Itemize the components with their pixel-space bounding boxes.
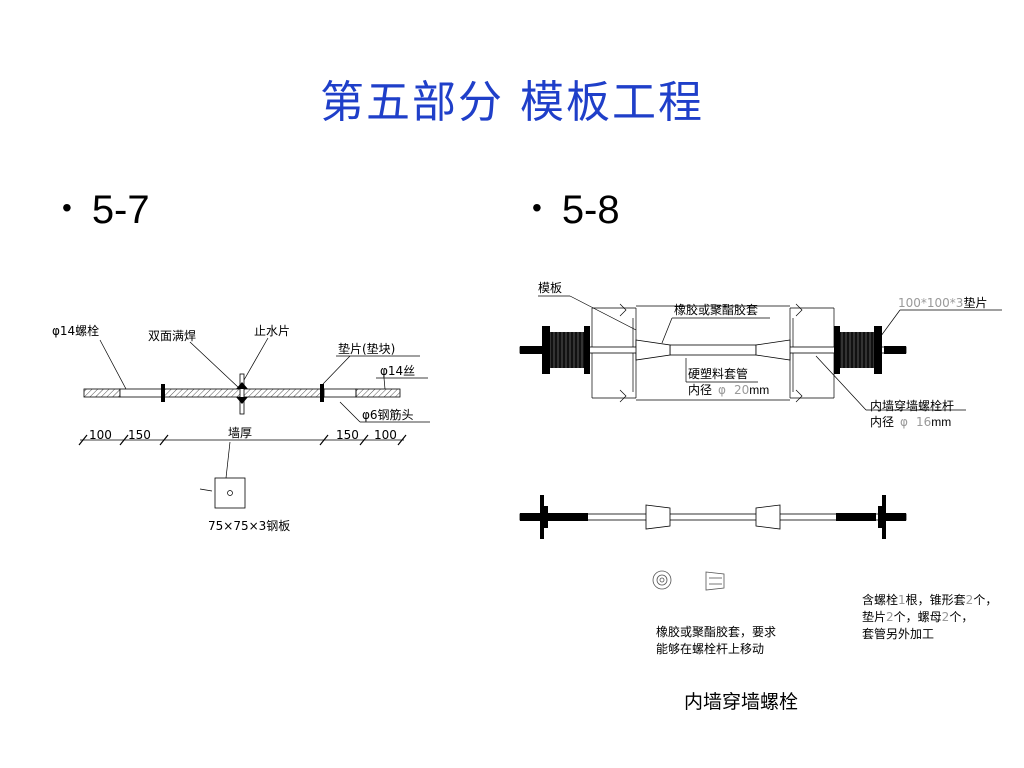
- label-wire: φ14丝: [380, 364, 415, 378]
- weld-marks: [236, 382, 248, 404]
- diagram-caption: 内墙穿墙螺栓: [684, 691, 798, 713]
- cone-left: [635, 339, 671, 361]
- label-washer-spec: 100*100*3垫片: [898, 295, 987, 310]
- assembly-cone-right: [755, 504, 781, 530]
- label-rebar: φ6钢筋头: [362, 407, 414, 422]
- water-stop-plate: [239, 373, 245, 415]
- nut-left: [550, 332, 584, 368]
- note-parts-line1: 含螺栓1根，锥形套2个，: [862, 592, 997, 607]
- steel-plate: [214, 477, 246, 509]
- diagram-5-7: φ14螺栓 双面满焊 止水片 垫片(垫块) φ14丝 φ6钢筋头 100 150…: [52, 323, 430, 533]
- label-wall-thickness: 墙厚: [228, 426, 252, 440]
- assembly-cone-left: [645, 504, 671, 530]
- label-washer: 垫片(垫块): [338, 341, 395, 356]
- dim-150-left: 150: [128, 428, 151, 442]
- bullet-5-8: • 5-8: [532, 188, 620, 233]
- washer-right: [320, 384, 324, 402]
- sleeve-end-view-icon: [652, 570, 672, 590]
- label-formwork: 模板: [538, 281, 562, 295]
- sleeve-side-view-icon: [705, 571, 725, 591]
- label-steel-plate: 75×75×3钢板: [208, 519, 290, 533]
- plastic-pipe: [669, 344, 757, 356]
- bullet-dot: •: [62, 192, 72, 223]
- nut-right: [840, 332, 874, 368]
- note-sleeve-line2: 能够在螺栓杆上移动: [656, 641, 764, 656]
- label-water-stop: 止水片: [254, 324, 290, 338]
- bullet-dot: •: [532, 192, 542, 223]
- label-rubber-sleeve: 橡胶或聚酯胶套: [674, 302, 758, 317]
- washer-right: [834, 326, 840, 374]
- note-parts-line2: 垫片2个，螺母2个，: [862, 609, 973, 624]
- bolt-sleeve-left: [119, 388, 165, 398]
- bolt-sleeve-right: [323, 388, 357, 398]
- label-plastic-pipe: 硬塑料套管: [688, 366, 748, 381]
- dim-100-right: 100: [374, 428, 397, 442]
- dim-100-left: 100: [89, 428, 112, 442]
- washer-left: [584, 326, 590, 374]
- bullet-5-7: • 5-7: [62, 188, 150, 233]
- bullet-label: 5-7: [91, 188, 150, 232]
- bolt-thread-left: [83, 388, 121, 398]
- washer-left: [161, 384, 165, 402]
- label-double-weld: 双面满焊: [148, 328, 196, 343]
- bolt-thread-right: [355, 388, 401, 398]
- page-title: 第五部分 模板工程: [320, 77, 704, 128]
- cone-right: [755, 339, 791, 361]
- bullet-label: 5-8: [561, 188, 620, 232]
- note-sleeve-line1: 橡胶或聚酯胶套，要求: [656, 624, 776, 639]
- diagram-5-8-assembly: 橡胶或聚酯胶套，要求 能够在螺栓杆上移动 含螺栓1根，锥形套2个， 垫片2个，螺…: [519, 495, 997, 713]
- dim-150-right: 150: [336, 428, 359, 442]
- label-bolt: φ14螺栓: [52, 323, 99, 338]
- label-tie-rod: 内墙穿墙螺栓杆: [870, 398, 954, 413]
- note-parts-line3: 套管另外加工: [862, 626, 934, 641]
